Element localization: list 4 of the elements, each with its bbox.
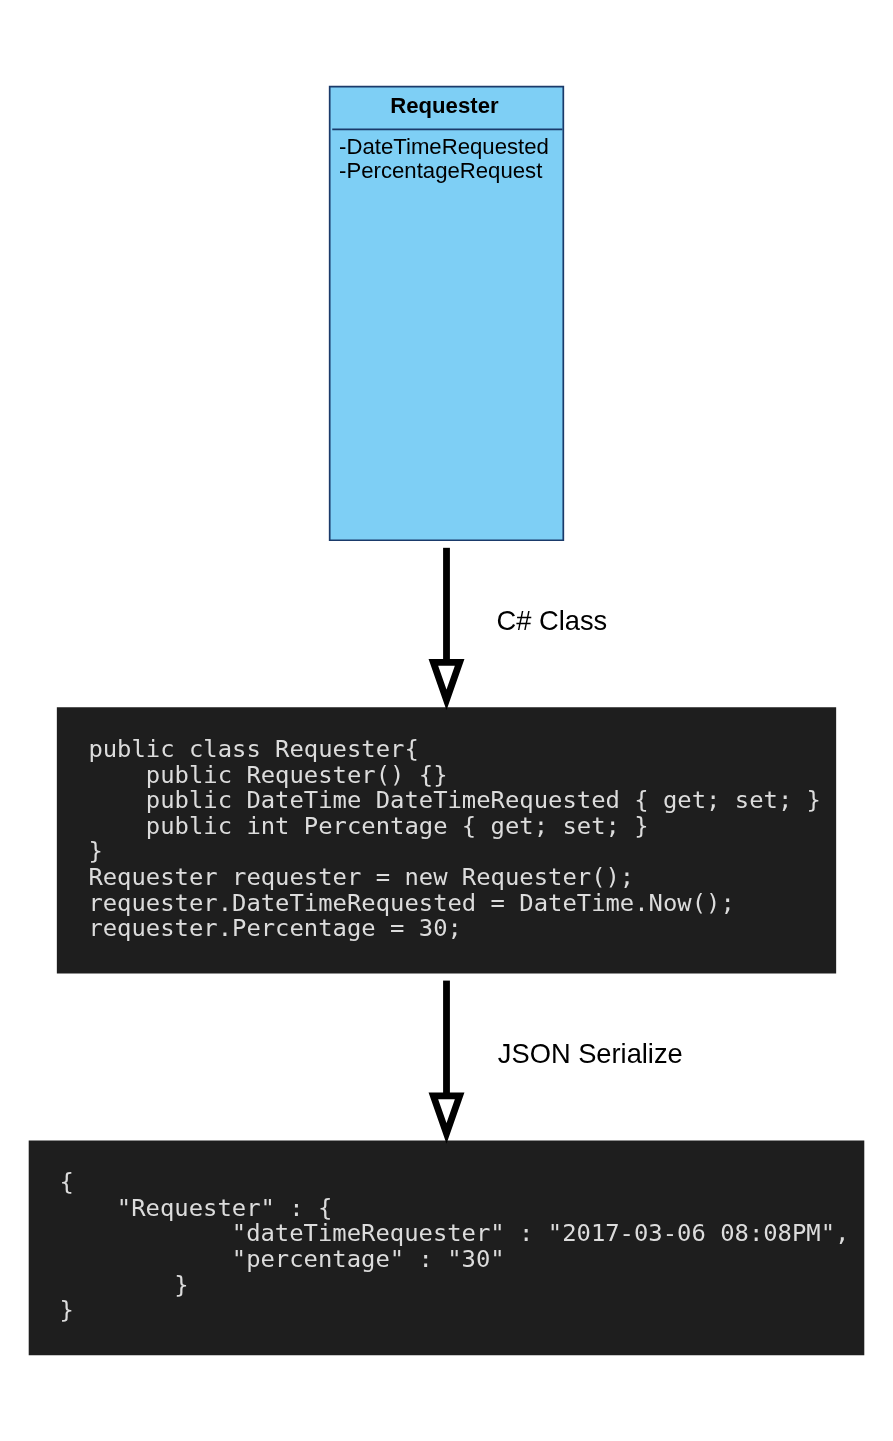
edge-label: JSON Serialize [497, 1037, 683, 1069]
node-box: public class Requester{ public Requester() {} public DateTime DateTimeRequested { get; set; } public int Percentage { get; set; } } Requester requester = new Requester(); requester.DateTimeRequested = DateTime.Now(); requester.Percentage = 30; [56, 706, 837, 973]
edge-label: C# Class [496, 604, 608, 636]
node-box: { "Requester" : { "dateTimeRequester" : "2017-03-06 08:08PM", "percentage" : "30" } } [28, 1140, 865, 1355]
